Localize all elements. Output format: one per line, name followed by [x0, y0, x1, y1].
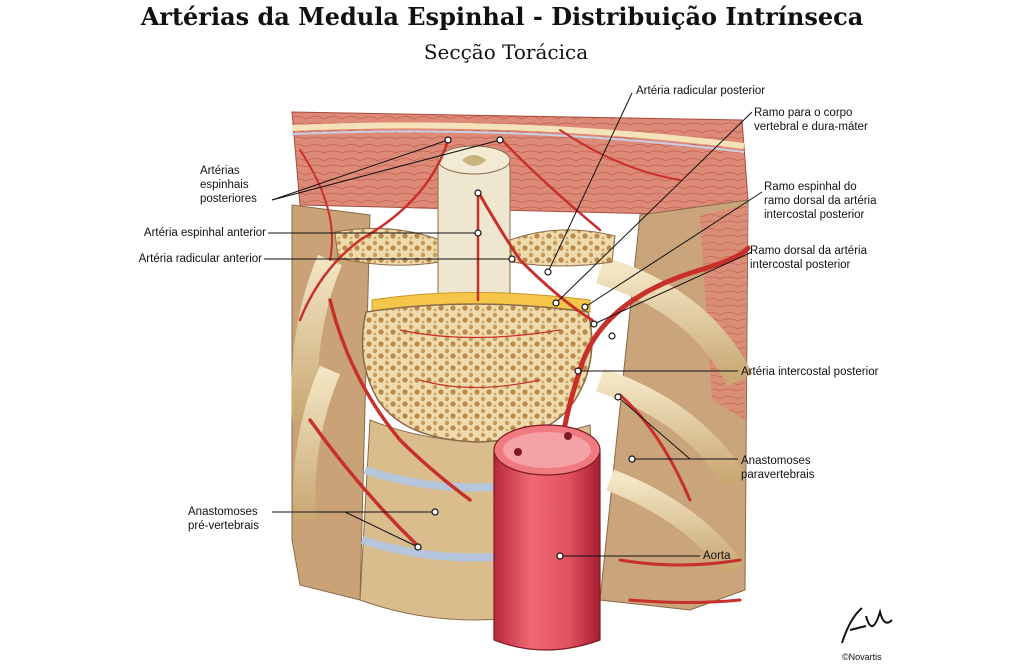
label-ramo-corpo-vertebral: Ramo para o corpo vertebral e dura-máter	[754, 107, 868, 133]
leader-lines	[264, 92, 763, 557]
aorta-vessel	[493, 424, 601, 651]
leader-dots	[414, 136, 636, 560]
copyright-text: ©Novartis	[842, 652, 882, 662]
fascia-stripe	[291, 122, 745, 149]
label-aorta: Aorta	[703, 550, 731, 562]
label-radicular-anterior: Artéria radicular anterior	[138, 253, 262, 265]
label-intercostal-posterior: Artéria intercostal posterior	[741, 366, 879, 378]
label-anastomoses-prevertebrais: Anastomoses pré-vertebrais	[188, 506, 259, 532]
right-lamina	[509, 229, 616, 267]
artist-signature-mark	[841, 607, 893, 644]
label-ramo-dorsal: Ramo dorsal da artéria intercostal poste…	[750, 245, 867, 271]
label-anastomoses-paravertebrais: Anastomoses paravertebrais	[741, 455, 815, 481]
label-ramo-espinhal: Ramo espinhal do ramo dorsal da artéria …	[764, 181, 877, 221]
ribs	[291, 254, 753, 577]
label-espinhal-anterior: Artéria espinhal anterior	[143, 227, 266, 239]
vertebral-body	[361, 303, 593, 443]
page-title: Artérias da Medula Espinhal - Distribuiç…	[140, 2, 864, 31]
label-espinhais-posteriores: Artérias espinhais posteriores	[200, 165, 257, 205]
arteries	[298, 129, 751, 604]
label-radicular-posterior: Artéria radicular posterior	[636, 85, 766, 97]
page-subtitle: Secção Torácica	[423, 40, 589, 64]
